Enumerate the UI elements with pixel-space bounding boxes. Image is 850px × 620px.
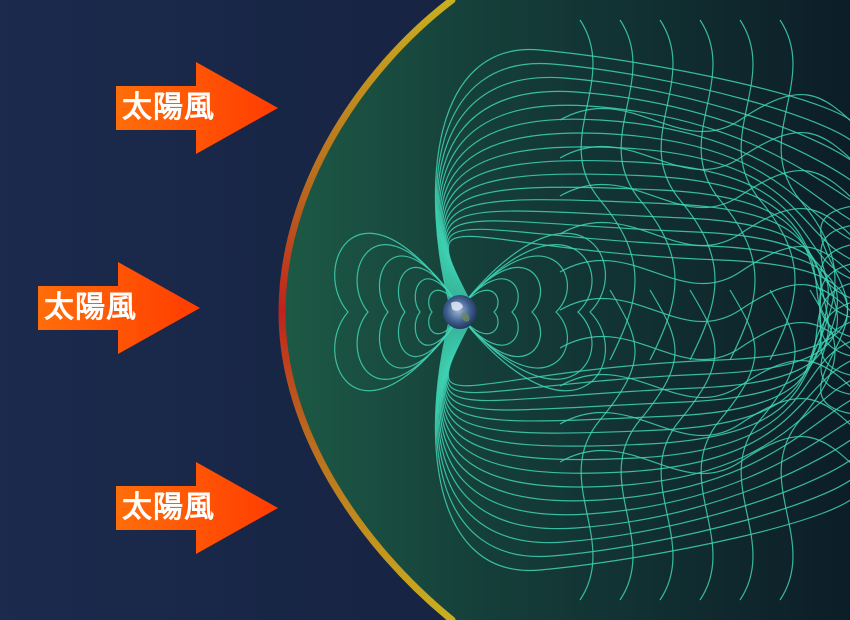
field-line bbox=[579, 289, 636, 601]
field-line bbox=[739, 289, 796, 601]
field-line bbox=[559, 94, 850, 133]
field-line bbox=[436, 76, 850, 307]
field-line bbox=[559, 398, 850, 437]
field-line bbox=[443, 302, 850, 434]
field-line bbox=[444, 282, 850, 422]
field-line bbox=[446, 244, 850, 402]
field-line bbox=[334, 232, 461, 392]
solar-wind-label: 太陽風 bbox=[44, 290, 137, 325]
field-line bbox=[439, 118, 850, 307]
field-line bbox=[779, 19, 836, 361]
field-line bbox=[441, 159, 850, 307]
field-line bbox=[445, 263, 850, 411]
field-line bbox=[437, 90, 850, 307]
field-line bbox=[445, 210, 850, 357]
field-line bbox=[437, 317, 850, 530]
field-line bbox=[559, 170, 850, 209]
field-line bbox=[428, 289, 461, 335]
field-line bbox=[459, 266, 542, 358]
field-line bbox=[435, 317, 850, 558]
field-line bbox=[699, 289, 756, 601]
field-line bbox=[436, 317, 850, 544]
field-line bbox=[559, 246, 850, 285]
field-line bbox=[779, 289, 836, 601]
solar-wind-label: 太陽風 bbox=[122, 490, 215, 525]
arrow-right-icon bbox=[116, 62, 278, 154]
field-line bbox=[559, 132, 850, 171]
magnetosheath bbox=[282, 0, 850, 620]
arrow-right-icon bbox=[38, 262, 200, 354]
field-line bbox=[442, 173, 850, 307]
field-line bbox=[356, 244, 461, 380]
bow-shock bbox=[278, 0, 456, 620]
arrow-right-icon bbox=[116, 462, 278, 554]
field-line bbox=[699, 19, 756, 361]
field-line bbox=[440, 132, 850, 307]
field-line bbox=[434, 317, 850, 571]
field-line bbox=[447, 235, 850, 414]
solar-wind-arrow: 太陽風 bbox=[116, 62, 278, 154]
magnetic-field-lines bbox=[334, 19, 850, 601]
field-line bbox=[659, 289, 716, 601]
field-line bbox=[440, 317, 850, 488]
field-line bbox=[459, 278, 519, 346]
field-line bbox=[442, 317, 850, 447]
field-line bbox=[441, 146, 850, 307]
field-line bbox=[459, 289, 499, 335]
field-line bbox=[459, 244, 593, 380]
solar-wind-label: 太陽風 bbox=[122, 90, 215, 125]
field-line bbox=[443, 186, 850, 318]
field-line bbox=[378, 255, 461, 369]
field-line bbox=[739, 19, 796, 361]
field-line bbox=[559, 208, 850, 247]
earth-icon bbox=[443, 295, 477, 329]
solar-wind-arrow: 太陽風 bbox=[116, 462, 278, 554]
field-line bbox=[559, 436, 850, 475]
field-line bbox=[447, 206, 850, 387]
field-line bbox=[414, 278, 461, 346]
field-line bbox=[619, 19, 676, 361]
field-line bbox=[446, 225, 850, 394]
field-line bbox=[435, 62, 850, 307]
field-line bbox=[397, 266, 461, 358]
field-line bbox=[459, 255, 568, 369]
field-line bbox=[579, 19, 636, 361]
field-line bbox=[619, 289, 676, 601]
field-line bbox=[446, 228, 850, 395]
solar-wind-arrow: 太陽風 bbox=[38, 262, 200, 354]
field-line bbox=[659, 19, 716, 361]
field-line bbox=[439, 317, 850, 502]
field-line bbox=[441, 317, 850, 461]
field-line bbox=[434, 49, 850, 307]
field-line bbox=[444, 199, 850, 338]
field-line bbox=[559, 360, 850, 399]
field-line bbox=[441, 317, 850, 474]
field-line bbox=[446, 220, 850, 376]
